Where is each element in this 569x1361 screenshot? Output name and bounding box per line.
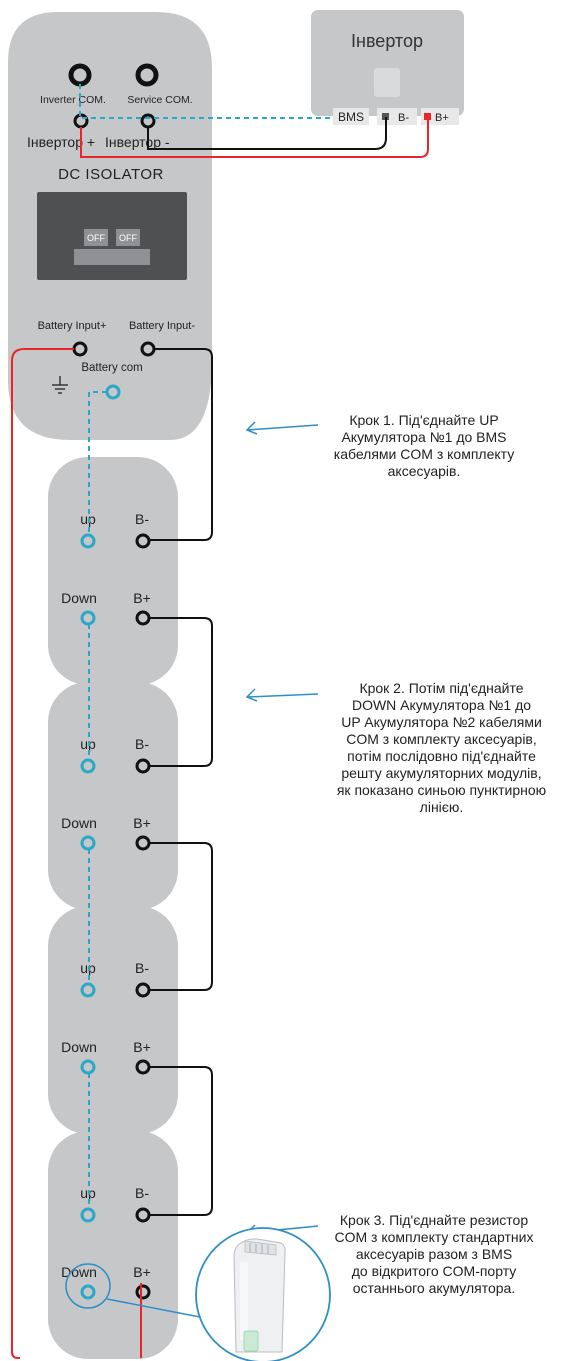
b-plus-terminal-icon (424, 113, 431, 120)
battery-up-port-icon (80, 533, 96, 549)
resistor-callout-line (106, 1298, 206, 1319)
bms-port-box (333, 108, 369, 125)
battery-b-minus-label: B- (135, 736, 149, 752)
inverter-unit (311, 10, 464, 116)
battery-input-minus-label: Battery Input- (129, 320, 195, 332)
step-text-line: Крок 2. Потім під'єднайте (359, 680, 524, 696)
step-text-line: аксесуарів. (387, 463, 461, 479)
red-wire-battery-plus-main (11, 348, 74, 1359)
battery-b-plus-terminal-icon (135, 1284, 151, 1300)
red-wire-inverter-plus (80, 117, 429, 158)
battery-down-label: Down (61, 815, 97, 831)
step-text-line: останнього акумулятора. (352, 1280, 516, 1296)
wires (11, 84, 429, 1359)
com-cable-inverter-bms (79, 84, 333, 119)
battery-body (48, 1131, 178, 1359)
inverter-minus-label: Інвертор - (105, 134, 170, 150)
step-2-arrow-icon (245, 688, 319, 702)
isolator-switch-base (74, 249, 150, 265)
step-text-line: COM з комплекту стандартних (334, 1229, 534, 1245)
isolator-switch-1[interactable] (84, 229, 108, 246)
battery-body (48, 906, 178, 1134)
step-text-line: Крок 1. Під'єднайте UP (349, 412, 499, 428)
b-minus-terminal-icon (382, 113, 389, 120)
ground-icon (52, 376, 68, 394)
resistor-callout (65, 1227, 331, 1361)
inverter-display (374, 68, 400, 97)
inverter-bms-label: BMS (338, 110, 364, 124)
battery-input-plus-label: Battery Input+ (38, 320, 107, 332)
battery-down-label: Down (61, 590, 97, 606)
step-text-line: UP Акумулятора №2 кабелями (341, 714, 542, 730)
battery-down-label: Down (61, 1039, 97, 1055)
switch-2-off-label: OFF (119, 233, 137, 243)
battery-b-plus-label: B+ (133, 590, 151, 606)
step-text-line: COM з комплекту аксесуарів, (346, 731, 537, 747)
dc-isolator-body (37, 192, 187, 280)
inverter-plus-label: Інвертор + (27, 134, 95, 150)
switch-1-off-label: OFF (87, 233, 105, 243)
battery-body (48, 682, 178, 910)
inverter-b-minus-label: B- (398, 112, 409, 124)
battery-com-label: Battery com (81, 362, 142, 374)
dc-isolator-label: DC ISOLATOR (58, 166, 164, 183)
black-wire-inverter-minus (147, 117, 387, 150)
step-arrows (245, 421, 319, 1238)
step-text-line: до відкритого COM-порту (351, 1263, 517, 1279)
step-3-text: Крок 3. Під'єднайте резистор COM з компл… (318, 1212, 550, 1297)
step-text-line: кабелями COM з комплекту (333, 446, 515, 462)
inverter-title: Інвертор (351, 31, 423, 51)
service-com-port-icon (135, 63, 159, 87)
black-wire-series-link (149, 1066, 213, 1216)
isolator-switch-2[interactable] (116, 229, 140, 246)
step-text-line: DOWN Акумулятора №1 до (351, 697, 532, 713)
b-plus-port-box (421, 108, 459, 125)
battery-b-minus-label: B- (135, 511, 149, 527)
step-2-text: Крок 2. Потім під'єднайте DOWN Акумулято… (314, 680, 569, 816)
service-com-label: Service COM. (127, 94, 192, 106)
battery-b-plus-label: B+ (133, 1039, 151, 1055)
inverter-com-label: Inverter COM. (40, 94, 106, 106)
battery-up-port-icon (80, 982, 96, 998)
black-wire-series-link (149, 842, 213, 991)
battery-b-minus-label: B- (135, 1185, 149, 1201)
step-text-line: Крок 3. Під'єднайте резистор (339, 1212, 529, 1228)
battery-b-minus-label: B- (135, 960, 149, 976)
battery-down-port-icon (80, 1284, 96, 1300)
inverter-b-plus-label: B+ (435, 112, 449, 124)
step-text-line: як показано синьою пунктирною (336, 782, 547, 798)
step-text-line: Акумулятора №1 до BMS (341, 429, 507, 445)
step-1-arrow-icon (245, 421, 319, 435)
black-wire-series-link (149, 617, 213, 767)
battery-b-plus-label: B+ (133, 815, 151, 831)
com-resistor-plug-icon (233, 1238, 286, 1353)
battery-down-label: Down (61, 1264, 97, 1280)
battery-body (48, 457, 178, 685)
battery-b-plus-label: B+ (133, 1264, 151, 1280)
step-text-line: потім послідовно під'єднайте (347, 748, 536, 764)
step-1-text: Крок 1. Під'єднайте UP Акумулятора №1 до… (318, 412, 530, 480)
step-text-line: лінією. (419, 799, 464, 815)
resistor-highlight-circle (65, 1263, 111, 1309)
black-wire-battery-minus (148, 348, 213, 541)
com-cable-battery-com (88, 391, 107, 532)
step-text-line: решту акумуляторних модулів, (341, 765, 542, 781)
step-text-line: аксесуарів разом з BMS (355, 1246, 513, 1262)
